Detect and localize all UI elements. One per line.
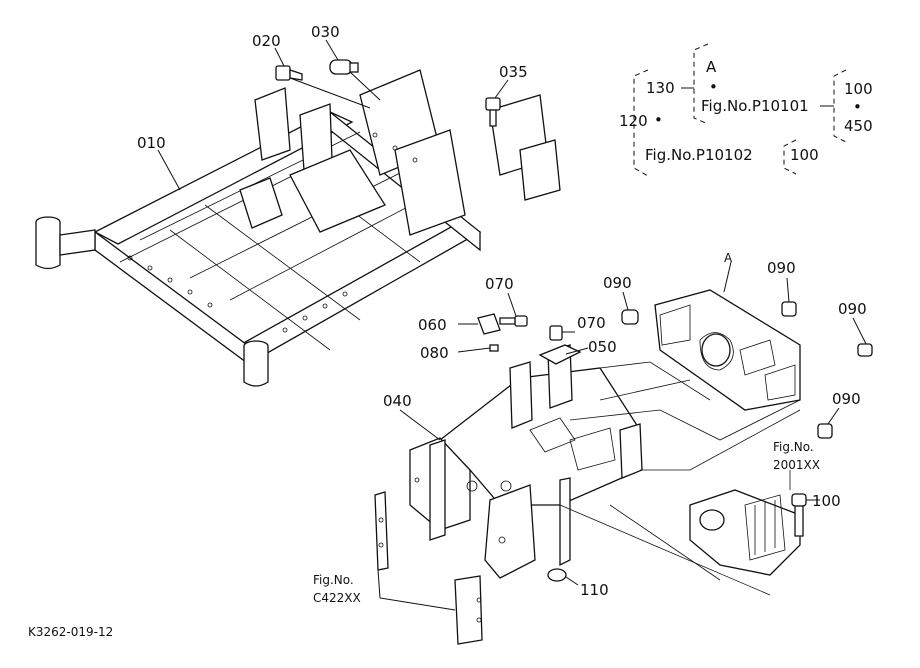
bolt-020-drawing — [275, 65, 303, 81]
callout-070-a: 070 — [485, 275, 514, 293]
muffler-bracket-drawing — [654, 289, 801, 411]
tree-node-130: 130 — [646, 79, 675, 97]
tree-node-a: A — [706, 58, 717, 76]
piece-080-drawing — [489, 344, 499, 352]
pin-030-drawing — [329, 59, 359, 75]
callout-090-a: 090 — [603, 274, 632, 292]
callout-030: 030 — [311, 23, 340, 41]
tree-node-450: 450 — [844, 117, 873, 135]
main-frame-drawing — [35, 69, 561, 387]
callout-090-d: 090 — [832, 390, 861, 408]
leader-lines-top — [157, 39, 509, 191]
nut-110-drawing — [547, 568, 567, 582]
callout-050: 050 — [588, 338, 617, 356]
leader-lines-lower — [377, 261, 867, 611]
tree-root-120: 120 — [619, 112, 648, 130]
ref-fig-c422-number: C422XX — [313, 591, 361, 605]
callout-010: 010 — [137, 134, 166, 152]
drawing-code: K3262-019-12 — [28, 625, 113, 639]
callout-110: 110 — [580, 581, 609, 599]
tree-fig-p10102: Fig.No.P10102 — [645, 146, 753, 164]
tree-dot-3: • — [853, 98, 862, 116]
engine-drawing — [689, 489, 801, 576]
tree-node-100-a: 100 — [844, 80, 873, 98]
callout-070-b: 070 — [577, 314, 606, 332]
callout-040: 040 — [383, 392, 412, 410]
lower-frame-drawing — [374, 344, 643, 645]
bolt-100-drawing — [791, 493, 807, 537]
bolt-070b-drawing — [549, 325, 563, 341]
callout-060: 060 — [418, 316, 447, 334]
clip-060-drawing — [477, 313, 501, 335]
tree-fig-p10101: Fig.No.P10101 — [701, 97, 809, 115]
tree-dot-1: • — [709, 78, 718, 96]
bolt-070a-drawing — [499, 315, 528, 327]
ref-fig-2001-number: 2001XX — [773, 458, 820, 472]
ref-fig-c422-label: Fig.No. — [313, 573, 354, 587]
callout-020: 020 — [252, 32, 281, 50]
callout-100: 100 — [812, 492, 841, 510]
bolt-090-drawings — [621, 301, 873, 439]
tree-dot-2: • — [654, 111, 663, 129]
callout-035: 035 — [499, 63, 528, 81]
marker-a: A — [724, 251, 733, 265]
tree-node-100-b: 100 — [790, 146, 819, 164]
ref-fig-2001-label: Fig.No. — [773, 440, 814, 454]
parts-tree-drawing — [633, 43, 847, 177]
callout-090-b: 090 — [767, 259, 796, 277]
bolt-035-drawing — [485, 97, 501, 127]
callout-090-c: 090 — [838, 300, 867, 318]
callout-080: 080 — [420, 344, 449, 362]
